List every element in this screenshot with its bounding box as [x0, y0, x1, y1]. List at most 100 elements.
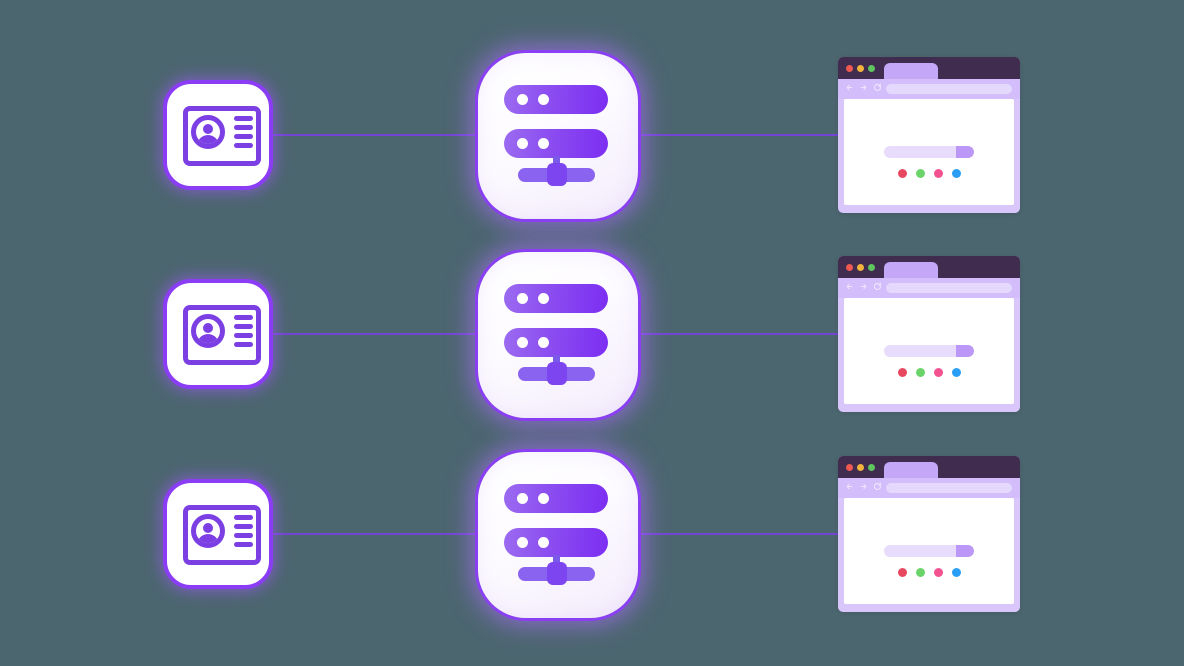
connector-server-to-browser — [636, 134, 841, 136]
id-card-line — [234, 342, 253, 347]
browser-nav-controls — [845, 282, 882, 291]
avatar-ring-icon — [191, 514, 225, 548]
id-card-line — [234, 533, 253, 538]
id-card-tile[interactable] — [163, 279, 273, 389]
server-rack — [504, 528, 608, 557]
server-rack-led — [517, 493, 528, 504]
server-rack-led — [538, 493, 549, 504]
id-card-line — [234, 315, 253, 320]
browser-window[interactable] — [838, 256, 1020, 412]
dot-green — [915, 169, 925, 178]
server-hub — [547, 562, 567, 585]
server-icon — [504, 484, 612, 588]
server-tile[interactable] — [478, 452, 638, 618]
id-card-frame — [183, 106, 261, 166]
progress-bar-fill — [956, 146, 974, 158]
progress-bar-track — [884, 146, 974, 158]
browser-window[interactable] — [838, 456, 1020, 612]
server-tile[interactable] — [478, 53, 638, 219]
reload-icon[interactable] — [873, 482, 882, 491]
dot-green — [915, 568, 925, 577]
browser-window[interactable] — [838, 57, 1020, 213]
traffic-light-minimize[interactable] — [857, 464, 864, 471]
dot-pink — [933, 368, 943, 377]
server-tile[interactable] — [478, 252, 638, 418]
dot-green — [915, 368, 925, 377]
traffic-light-maximize[interactable] — [868, 464, 875, 471]
server-rack-led — [538, 94, 549, 105]
dot-red — [897, 568, 907, 577]
server-rack-led — [538, 138, 549, 149]
server-rack-led — [517, 537, 528, 548]
forward-icon[interactable] — [859, 83, 868, 92]
traffic-light-close[interactable] — [846, 464, 853, 471]
id-card-icon — [183, 106, 261, 166]
dot-pink — [933, 169, 943, 178]
server-rack — [504, 85, 608, 114]
browser-tab[interactable] — [884, 262, 938, 278]
traffic-light-close[interactable] — [846, 264, 853, 271]
id-card-tile[interactable] — [163, 479, 273, 589]
id-card-icon — [183, 305, 261, 365]
dot-blue — [951, 568, 961, 577]
reload-icon[interactable] — [873, 83, 882, 92]
id-card-line — [234, 515, 253, 520]
server-icon — [504, 85, 612, 189]
avatar-head — [203, 323, 213, 333]
id-card-line — [234, 324, 253, 329]
server-rack-led — [517, 94, 528, 105]
progress-bar-track — [884, 545, 974, 557]
server-rack-led — [517, 337, 528, 348]
connector-identity-to-server — [272, 134, 482, 136]
server-rack-led — [538, 537, 549, 548]
address-bar[interactable] — [886, 283, 1012, 293]
reload-icon[interactable] — [873, 282, 882, 291]
server-hub — [547, 362, 567, 385]
server-rack-led — [517, 138, 528, 149]
traffic-light-minimize[interactable] — [857, 264, 864, 271]
browser-content — [844, 498, 1014, 604]
content-dot-row — [894, 368, 964, 377]
dot-red — [897, 169, 907, 178]
server-rack-led — [517, 293, 528, 304]
id-card-text-lines — [234, 515, 253, 551]
connector-server-to-browser — [636, 533, 841, 535]
connector-identity-to-server — [272, 533, 482, 535]
id-card-text-lines — [234, 315, 253, 351]
progress-bar-track — [884, 345, 974, 357]
avatar-body — [197, 135, 219, 144]
forward-icon[interactable] — [859, 482, 868, 491]
connector-identity-to-server — [272, 333, 482, 335]
flow-row — [0, 234, 1184, 434]
browser-titlebar — [838, 256, 1020, 278]
traffic-light-maximize[interactable] — [868, 65, 875, 72]
content-dot-row — [894, 169, 964, 178]
browser-nav-controls — [845, 83, 882, 92]
browser-content — [844, 298, 1014, 404]
browser-content — [844, 99, 1014, 205]
id-card-line — [234, 524, 253, 529]
server-rack-led — [538, 337, 549, 348]
progress-bar-fill — [956, 345, 974, 357]
traffic-light-close[interactable] — [846, 65, 853, 72]
id-card-line — [234, 125, 253, 130]
address-bar[interactable] — [886, 84, 1012, 94]
server-rack-led — [538, 293, 549, 304]
browser-tab[interactable] — [884, 462, 938, 478]
id-card-icon — [183, 505, 261, 565]
back-icon[interactable] — [845, 282, 854, 291]
id-card-tile[interactable] — [163, 80, 273, 190]
back-icon[interactable] — [845, 482, 854, 491]
browser-titlebar — [838, 456, 1020, 478]
server-rack — [504, 129, 608, 158]
back-icon[interactable] — [845, 83, 854, 92]
traffic-light-minimize[interactable] — [857, 65, 864, 72]
avatar-body — [197, 334, 219, 343]
address-bar[interactable] — [886, 483, 1012, 493]
dot-blue — [951, 368, 961, 377]
server-icon — [504, 284, 612, 388]
traffic-light-maximize[interactable] — [868, 264, 875, 271]
browser-tab[interactable] — [884, 63, 938, 79]
forward-icon[interactable] — [859, 282, 868, 291]
id-card-line — [234, 134, 253, 139]
